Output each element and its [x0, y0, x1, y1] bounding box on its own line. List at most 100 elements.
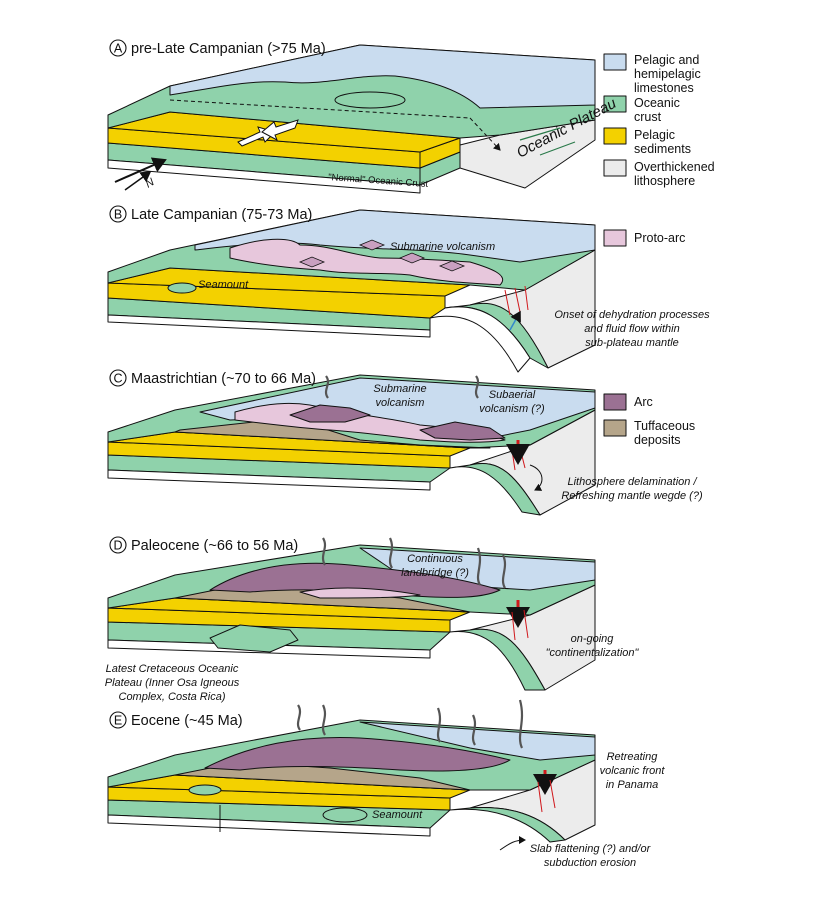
- panel-a-letter-circle: [109, 39, 127, 57]
- panel-a-dashed-boundary: [169, 99, 471, 119]
- panel-b-base: [107, 314, 431, 338]
- d-plateau-line3: Complex, Costa Rica): [119, 691, 226, 703]
- c-subaerial-line2: volcanism (?): [479, 403, 545, 415]
- panel-c-plume-2: [474, 375, 480, 399]
- panel-c-block-diagram: [107, 374, 596, 516]
- legend-tuff: Tuffaceous deposits: [603, 419, 695, 447]
- panel-e-plume-1: [296, 704, 302, 731]
- legend-sediment-line2: sediments: [634, 142, 691, 156]
- legend-lithosphere-line1: Overthickened: [634, 160, 715, 174]
- panel-d-fluid-lines: [511, 609, 529, 641]
- c-delamination-line2: Refreshing mantle wegde (?): [561, 490, 703, 502]
- e-slab-line2: subduction erosion: [544, 857, 636, 869]
- panel-d-plume-4: [501, 554, 507, 589]
- panel-e-letter: E: [114, 714, 122, 728]
- e-retreating-line1: Retreating: [607, 751, 659, 763]
- panel-d-letter-circle: [109, 536, 127, 554]
- legend-protoarc: Proto-arc: [603, 229, 685, 247]
- panel-b-fluid-lines: [504, 285, 529, 316]
- panel-e-base: [107, 814, 431, 837]
- panel-a-limestone-patch: [334, 91, 406, 109]
- panel-b-slab-bottom: [429, 306, 531, 373]
- legend-sediment-swatch: [603, 127, 627, 145]
- panel-d-plume-1: [321, 537, 327, 566]
- legend-limestone-line2: hemipelagic: [634, 67, 701, 81]
- panel-e-seamount-1: [188, 784, 222, 796]
- panel-d-block-diagram: [107, 537, 596, 691]
- e-retreating-line2: volcanic front: [600, 765, 666, 777]
- b-volcanism-label: Submarine volcanism: [390, 241, 495, 253]
- panel-d-protoarc: [299, 587, 421, 599]
- c-submarine-line2: volcanism: [376, 397, 425, 409]
- legend-lithosphere: Overthickened lithosphere: [603, 159, 715, 188]
- legend-crust-line2: crust: [634, 110, 662, 124]
- b-dehydration-line3: sub-plateau mantle: [585, 337, 679, 349]
- panel-a-north-arrow: [114, 157, 167, 183]
- panel-e-block-diagram: [107, 699, 596, 851]
- panel-e-title-text: Eocene (~45 Ma): [131, 713, 243, 729]
- legend-tuff-line1: Tuffaceous: [634, 419, 695, 433]
- legend-limestone-line1: Pelagic and: [634, 53, 699, 67]
- panel-b-protoarc: [229, 238, 503, 286]
- panel-d-slab-crust: [449, 628, 546, 691]
- panel-b-volcano-3: [298, 256, 326, 268]
- panel-b-volcano-4: [438, 260, 466, 272]
- panel-c-letter-circle: [109, 369, 127, 387]
- panel-c-delamination-arrow: [529, 464, 543, 491]
- panel-b-volcano-1: [358, 239, 386, 251]
- panel-b-title-text: Late Campanian (75-73 Ma): [131, 207, 312, 223]
- d-continentalization-line2: "continentalization": [546, 647, 640, 659]
- legend-protoarc-line1: Proto-arc: [634, 231, 685, 245]
- panel-c-slab-crust: [449, 463, 541, 516]
- panel-a-limestone: [169, 44, 596, 109]
- panel-a-dashed-arrow: [469, 117, 501, 151]
- legend-protoarc-swatch: [603, 229, 627, 247]
- panel-e-letter-circle: [109, 711, 127, 729]
- c-submarine-line1: Submarine: [373, 383, 426, 395]
- legend-crust-line1: Oceanic: [634, 96, 680, 110]
- d-plateau-line1: Latest Cretaceous Oceanic: [106, 663, 239, 675]
- panel-e-fluid-lines: [537, 779, 556, 813]
- panel-b-volcano-2: [398, 252, 426, 264]
- panel-d-plume-3: [476, 547, 482, 586]
- panel-a-block-diagram: [107, 44, 596, 194]
- d-landbridge-line2: landbridge (?): [401, 567, 469, 579]
- e-seamount-label: Seamount: [372, 809, 423, 821]
- panel-c-arc: [289, 404, 506, 441]
- panel-e-limestone: [359, 721, 596, 761]
- panel-b-letter: B: [114, 208, 122, 222]
- panel-d-title: D Paleocene (~66 to 56 Ma): [109, 536, 298, 554]
- panel-a-crust-marks: [519, 127, 576, 156]
- panel-d-title-text: Paleocene (~66 to 56 Ma): [131, 538, 298, 554]
- legend-limestone: Pelagic and hemipelagic limestones: [603, 53, 701, 95]
- panel-c-base: [107, 469, 431, 491]
- panel-d-letter: D: [113, 539, 122, 553]
- legend-arc-line1: Arc: [634, 395, 653, 409]
- panel-titles: A pre-Late Campanian (>75 Ma) B Late Cam…: [109, 39, 326, 729]
- b-seamount-label: Seamount: [198, 279, 249, 291]
- panel-b-block-diagram: [107, 209, 596, 373]
- panel-b-title: B Late Campanian (75-73 Ma): [109, 205, 312, 223]
- legend-tuff-swatch: [603, 419, 627, 437]
- panel-a-convergence-arrow-2: [261, 119, 299, 142]
- panel-b-fluid-arrow: [509, 310, 521, 331]
- panel-d-plateau-block: [209, 624, 299, 653]
- d-plateau-line2: Plateau (Inner Osa Igneous: [105, 677, 240, 689]
- legend-lithosphere-line2: lithosphere: [634, 174, 695, 188]
- panel-c-title-text: Maastrichtian (~70 to 66 Ma): [131, 371, 316, 387]
- panel-c-title: C Maastrichtian (~70 to 66 Ma): [109, 369, 316, 387]
- e-retreating-line3: in Panama: [606, 779, 659, 791]
- legend-limestone-line3: limestones: [634, 81, 694, 95]
- b-dehydration-line1: Onset of dehydration processes: [554, 309, 710, 321]
- b-dehydration-line2: and fluid flow within: [584, 323, 679, 335]
- panel-e-title: E Eocene (~45 Ma): [109, 711, 243, 729]
- panel-a-title: A pre-Late Campanian (>75 Ma): [109, 39, 326, 57]
- c-subaerial-line1: Subaerial: [489, 389, 536, 401]
- d-landbridge-line1: Continuous: [407, 553, 463, 565]
- e-slab-line1: Slab flattening (?) and/or: [530, 843, 652, 855]
- panel-e-plume-5: [518, 699, 524, 749]
- legend-lithosphere-swatch: [603, 159, 627, 177]
- panel-e-plume-2: [321, 704, 327, 736]
- panel-b-letter-circle: [109, 205, 127, 223]
